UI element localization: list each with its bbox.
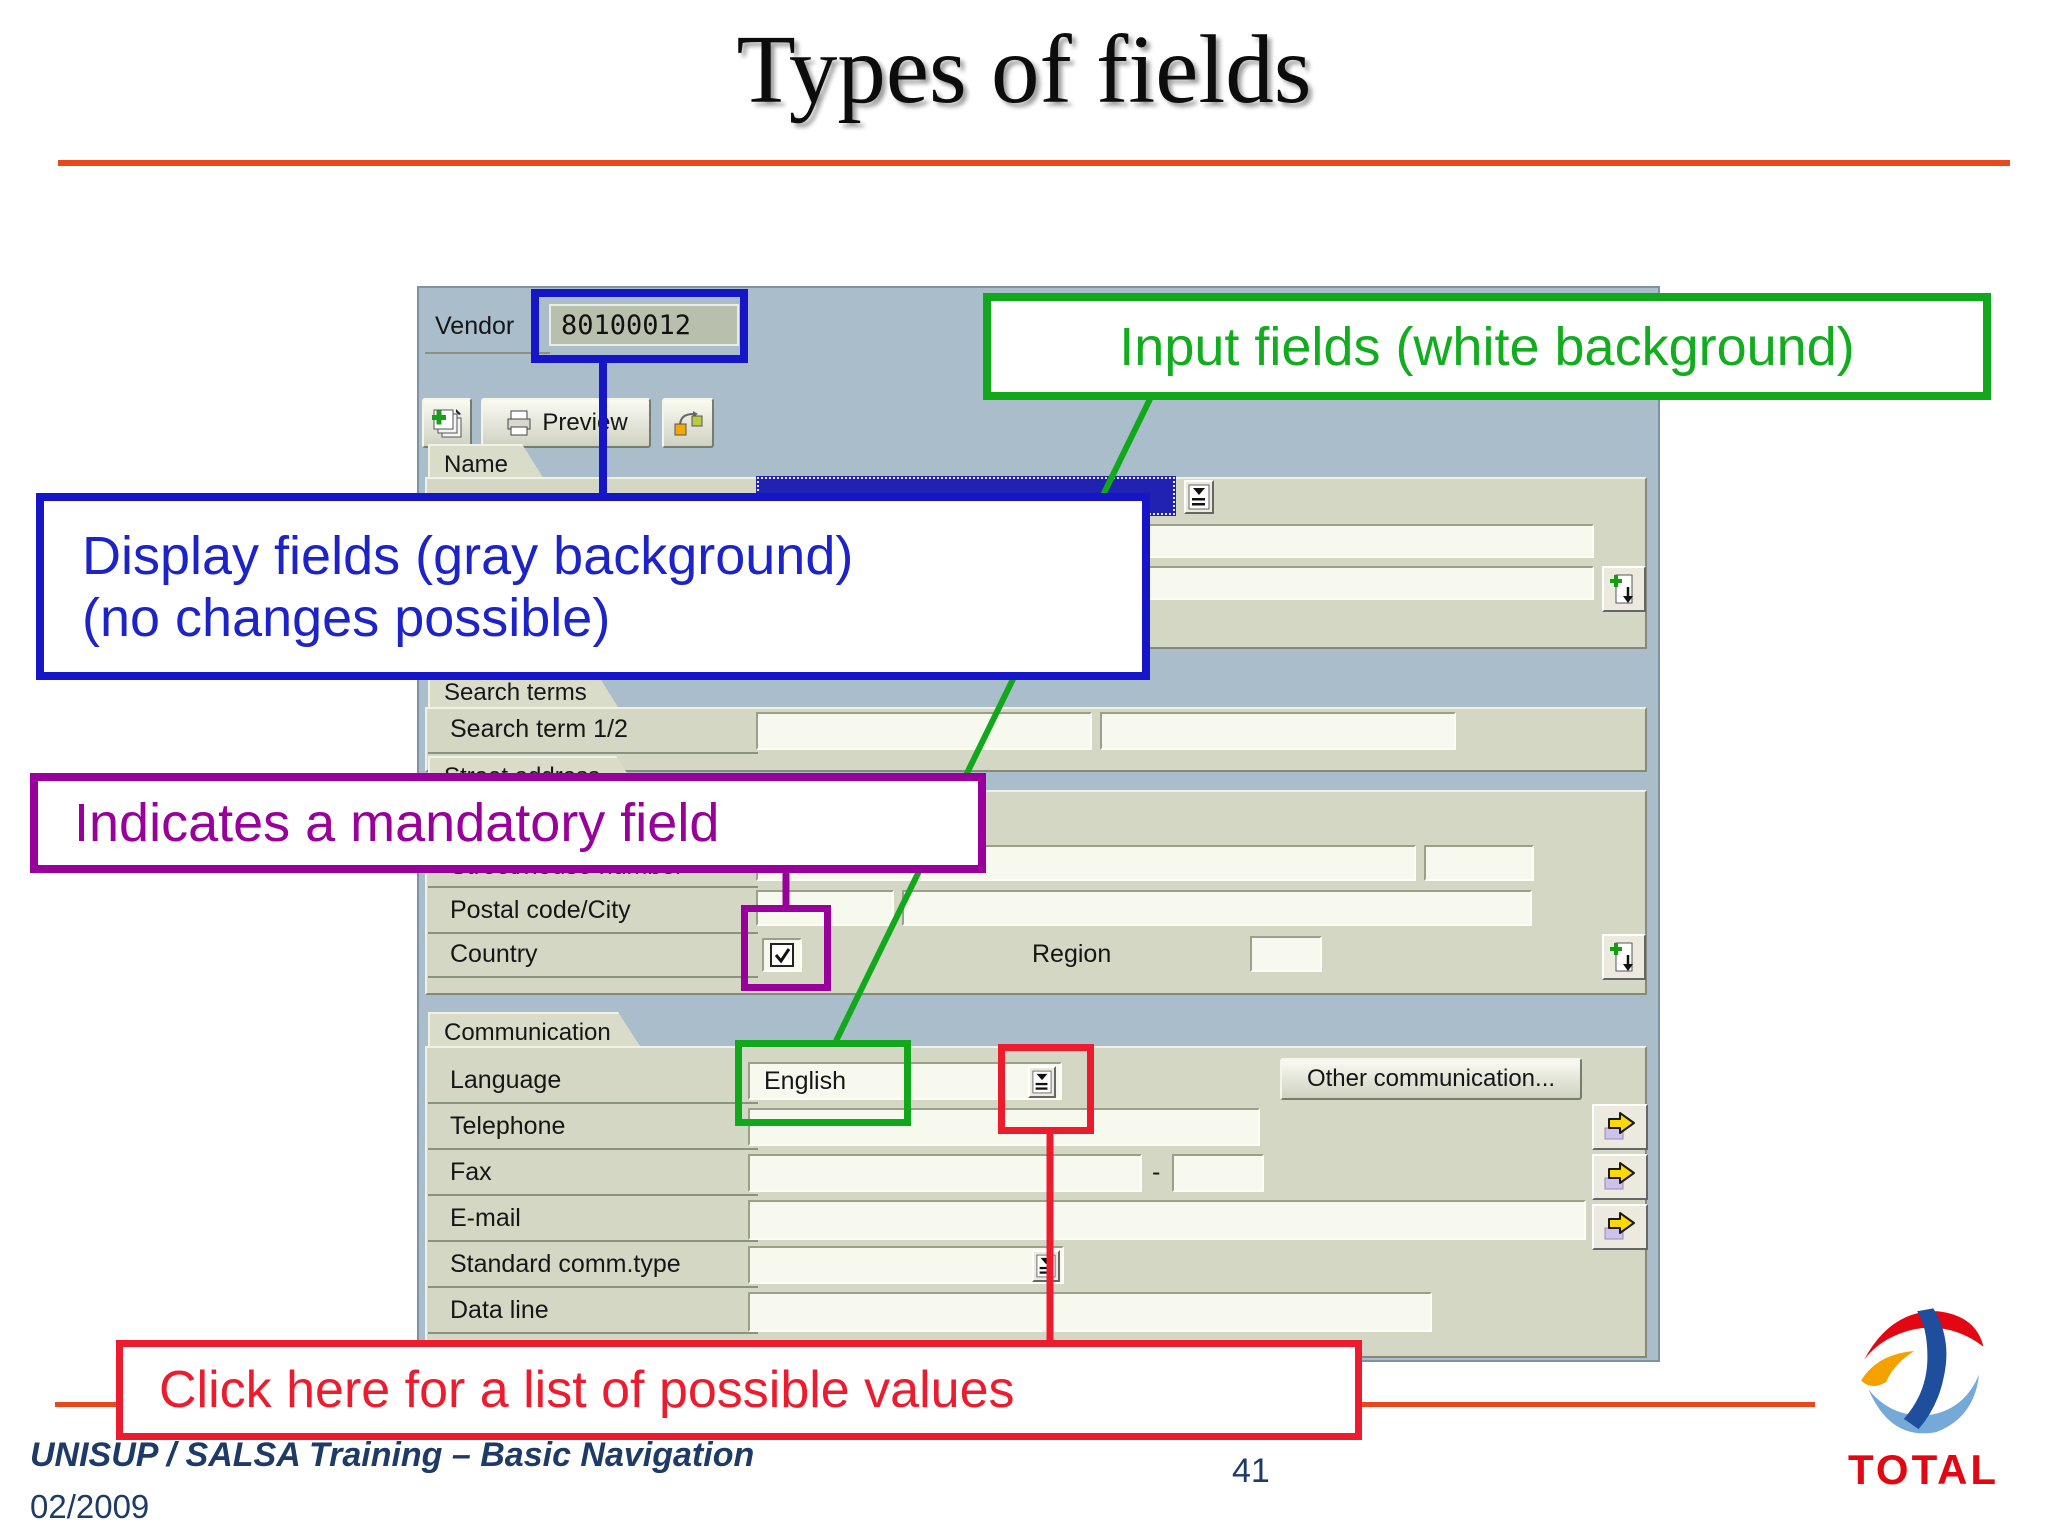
country-label: Country (450, 940, 538, 968)
dropdown-list-icon (1036, 1254, 1056, 1278)
preview-button-label: Preview (542, 409, 628, 436)
tab-communication[interactable]: Communication (428, 1012, 640, 1046)
search-term-underline (428, 752, 758, 754)
std-comm-label: Standard comm.type (450, 1250, 681, 1278)
data-line-label: Data line (450, 1296, 549, 1324)
telephone-detail-button[interactable] (1592, 1104, 1648, 1150)
dropdown-list-icon (1032, 1070, 1052, 1094)
dropdown-list-icon (1188, 484, 1210, 510)
email-field[interactable] (748, 1200, 1586, 1240)
total-logo-text: TOTAL (1848, 1446, 2000, 1493)
dropdown-highlight-rect (998, 1044, 1094, 1134)
email-detail-button[interactable] (1592, 1204, 1648, 1250)
tab-search-terms-label: Search terms (444, 679, 587, 706)
title-divider (58, 160, 2010, 166)
printer-icon (507, 410, 531, 436)
telephone-underline (428, 1148, 758, 1150)
std-comm-underline (428, 1286, 758, 1288)
fax-label: Fax (450, 1158, 492, 1186)
language-highlight-rect (735, 1040, 911, 1126)
street-underline (428, 886, 758, 888)
add-address-line-button[interactable] (1602, 934, 1646, 980)
possible-values-callout: Click here for a list of possible values (116, 1340, 1362, 1440)
fax-detail-button[interactable] (1592, 1154, 1648, 1200)
search-term-2-field[interactable] (1100, 712, 1456, 750)
fax-separator: - (1152, 1158, 1161, 1186)
city-field[interactable] (902, 890, 1532, 926)
add-version-icon (1610, 942, 1633, 972)
checkbox-check-icon (770, 943, 794, 967)
vendor-highlight-rect (531, 289, 748, 363)
search-term-label: Search term 1/2 (450, 715, 628, 743)
tab-name-label: Name (444, 451, 509, 478)
data-line-field[interactable] (748, 1292, 1432, 1332)
services-for-object-button[interactable] (662, 398, 714, 448)
postal-label: Postal code/City (450, 896, 631, 924)
display-fields-callout: Display fields (gray background) (no cha… (36, 493, 1150, 680)
linked-objects-icon (674, 411, 703, 436)
footer-date: 02/2009 (30, 1488, 150, 1525)
language-dropdown-button[interactable] (1028, 1066, 1056, 1098)
title-dropdown-button[interactable] (1184, 480, 1214, 514)
mandatory-highlight-rect (741, 905, 831, 991)
region-field[interactable] (1250, 936, 1322, 972)
search-term-1-field[interactable] (756, 712, 1092, 750)
display-fields-text-1: Display fields (gray background) (82, 525, 854, 586)
std-comm-dropdown-button[interactable] (1032, 1250, 1060, 1282)
possible-values-text: Click here for a list of possible values (159, 1361, 1015, 1419)
region-label: Region (1032, 940, 1112, 968)
mandatory-text: Indicates a mandatory field (74, 793, 720, 853)
language-label: Language (450, 1066, 562, 1094)
vendor-label: Vendor (435, 312, 515, 340)
other-communication-label: Other communication... (1306, 1065, 1556, 1092)
country-underline (428, 976, 758, 978)
data-line-underline (428, 1332, 758, 1334)
copy-button[interactable] (422, 398, 472, 448)
vendor-field: 80100012 (549, 304, 739, 346)
vendor-underline (425, 352, 550, 354)
input-fields-callout: Input fields (white background) (983, 293, 1991, 400)
total-logo: TOTAL (1848, 1298, 2008, 1498)
input-fields-text: Input fields (white background) (1119, 316, 1855, 377)
telephone-label: Telephone (450, 1112, 566, 1140)
yellow-arrow-icon (1604, 1212, 1635, 1240)
yellow-arrow-icon (1604, 1112, 1635, 1140)
display-fields-text-2: (no changes possible) (82, 587, 611, 648)
email-label: E-mail (450, 1204, 521, 1232)
language-value: English (764, 1066, 846, 1095)
language-underline (428, 1102, 758, 1104)
tab-communication-label: Communication (444, 1019, 611, 1046)
tab-name[interactable]: Name (428, 444, 544, 479)
email-underline (428, 1240, 758, 1242)
page-number: 41 (1232, 1452, 1270, 1490)
fax-field[interactable] (748, 1154, 1142, 1192)
country-field-mandatory[interactable] (762, 938, 802, 972)
page-title: Types of fields (736, 16, 1312, 123)
total-globe-logo (1861, 1308, 1984, 1434)
yellow-arrow-icon (1604, 1162, 1635, 1190)
add-version-icon (1610, 574, 1633, 604)
postal-underline (428, 932, 758, 934)
fax-underline (428, 1194, 758, 1196)
mandatory-callout: Indicates a mandatory field (30, 773, 986, 873)
house-number-field[interactable] (1424, 845, 1534, 881)
copy-pages-icon (432, 409, 462, 438)
footer-course-title: UNISUP / SALSA Training – Basic Navigati… (30, 1436, 755, 1474)
fax-extension-field[interactable] (1172, 1154, 1264, 1192)
other-communication-button[interactable]: Other communication... (1280, 1058, 1582, 1100)
preview-button[interactable]: Preview (481, 398, 651, 448)
add-name-line-button[interactable] (1602, 566, 1646, 612)
std-comm-field[interactable] (748, 1246, 1064, 1284)
